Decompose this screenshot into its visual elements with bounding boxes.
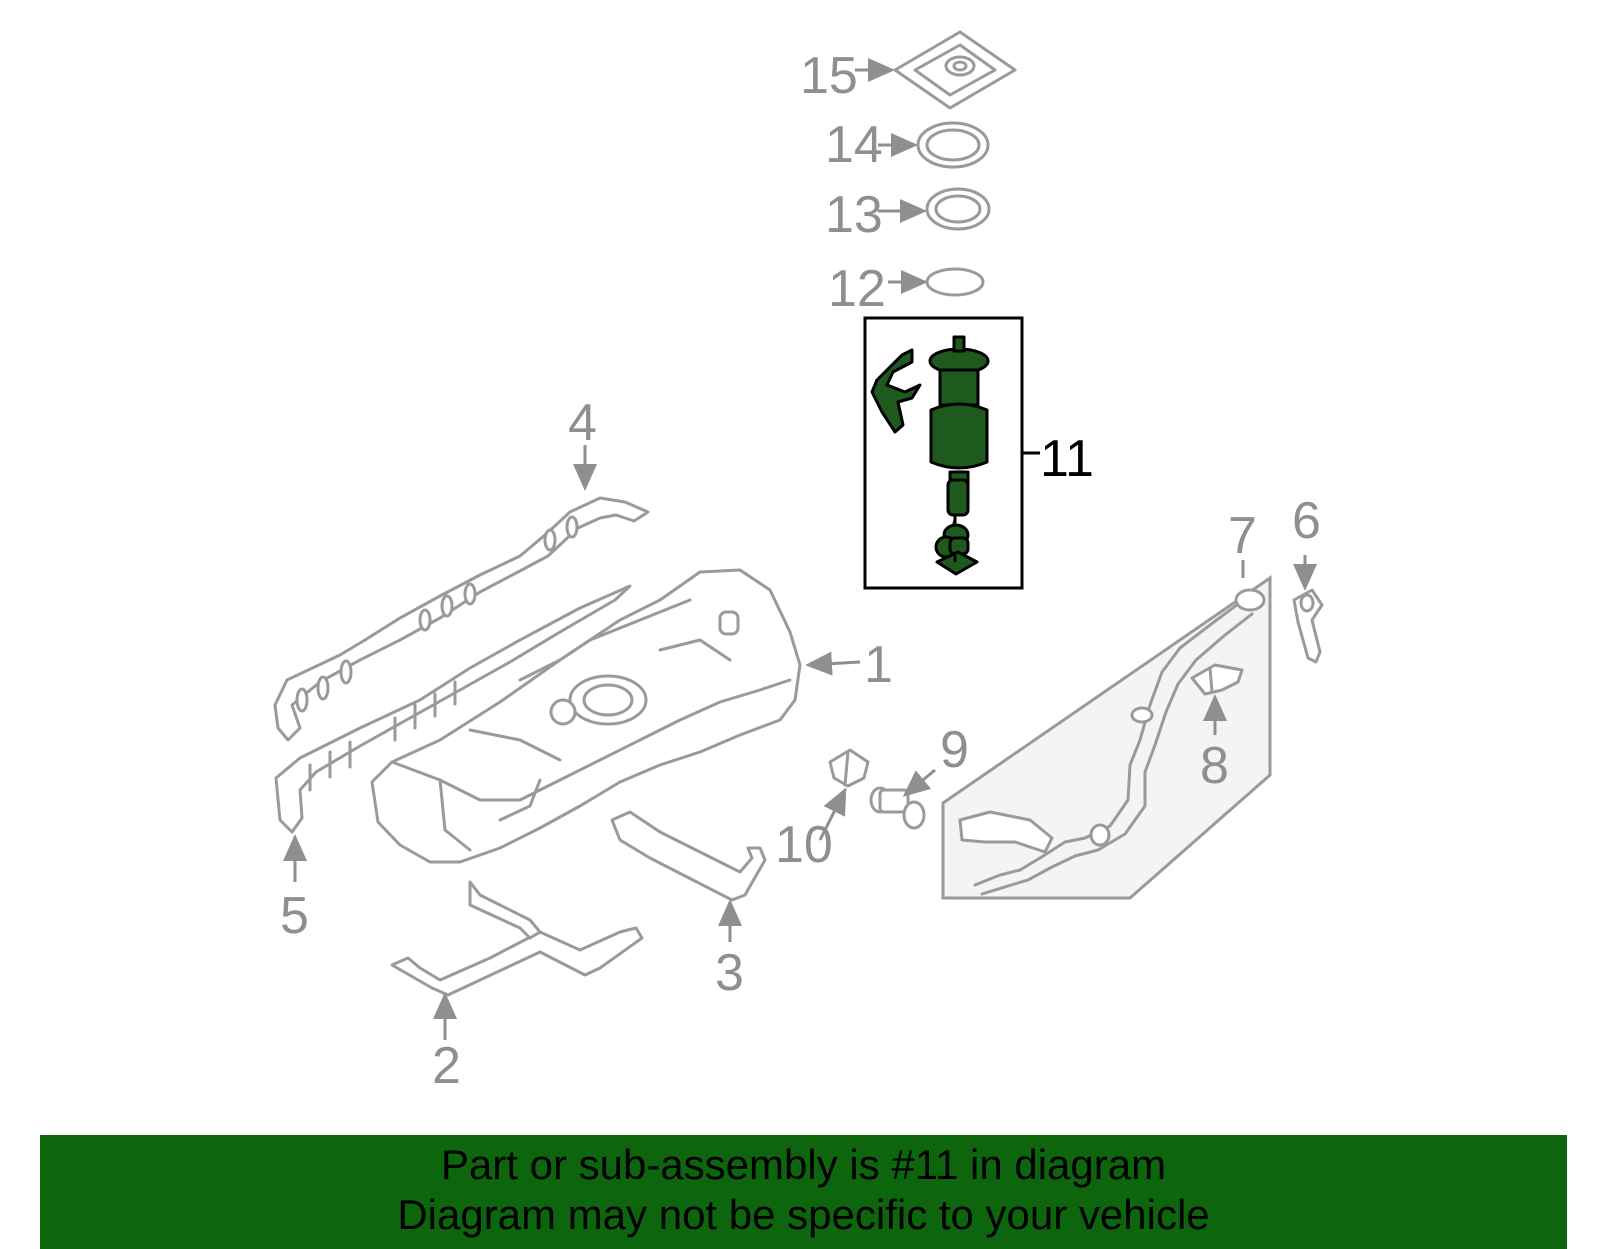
part-5-heat-shield xyxy=(274,584,632,834)
callout-1: 1 xyxy=(864,636,893,694)
callout-11: 11 xyxy=(1040,430,1094,488)
callout-15: 15 xyxy=(800,47,858,105)
part-6-clip xyxy=(1292,588,1324,664)
callout-9: 9 xyxy=(940,721,969,779)
banner-line-disclaimer: Diagram may not be specific to your vehi… xyxy=(397,1191,1210,1238)
part-2-tank-strap xyxy=(390,880,644,997)
callout-12: 12 xyxy=(828,260,886,318)
part-15-access-cover xyxy=(893,30,1017,110)
part-12-gasket xyxy=(925,267,985,297)
part-3-tank-strap xyxy=(610,810,767,902)
info-banner: Part or sub-assembly is #11 in diagram D… xyxy=(40,1135,1567,1249)
part-13-ring xyxy=(925,187,991,231)
part-9-valve xyxy=(869,786,926,830)
part-4-heat-shield xyxy=(273,496,650,742)
leader-10 xyxy=(818,787,847,841)
callout-4: 4 xyxy=(568,394,597,452)
callout-14: 14 xyxy=(825,116,883,174)
callout-3: 3 xyxy=(715,944,744,1002)
banner-line-part-number: Part or sub-assembly is #11 in diagram xyxy=(440,1141,1167,1188)
part-7-filler-neck xyxy=(941,575,1272,900)
leader-9 xyxy=(902,768,936,797)
callout-5: 5 xyxy=(280,887,309,945)
part-14-ring xyxy=(916,121,990,169)
callout-13: 13 xyxy=(825,186,883,244)
part-10-valve-cap xyxy=(828,748,870,788)
callout-10: 10 xyxy=(775,816,833,874)
part-1-fuel-tank xyxy=(370,568,802,864)
part-11-fuel-pump-assembly xyxy=(863,316,1024,590)
callout-7: 7 xyxy=(1228,507,1257,565)
leader-1 xyxy=(805,651,861,676)
callout-8: 8 xyxy=(1200,737,1229,795)
callout-2: 2 xyxy=(432,1037,461,1095)
callout-6: 6 xyxy=(1292,492,1321,550)
